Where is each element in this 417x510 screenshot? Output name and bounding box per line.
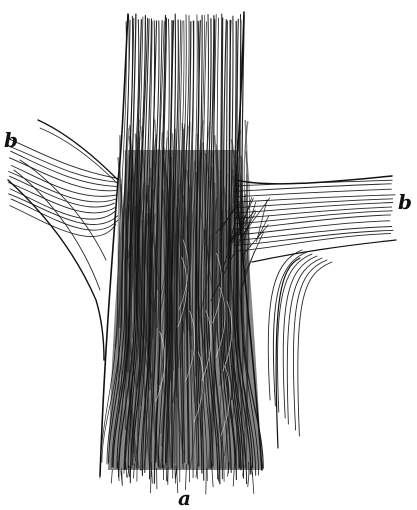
left-branch-fibers [8, 120, 118, 360]
label-left-branch: b [4, 130, 18, 150]
right-branch-descending-fiber [298, 262, 332, 436]
fiber-end [175, 465, 176, 483]
right-branch-fiber [235, 195, 395, 202]
left-branch-fiber [9, 194, 118, 225]
right-branch-edge-bottom [252, 240, 396, 262]
label-trunk: a [178, 488, 191, 508]
fiber-end [206, 469, 207, 494]
left-branch-fiber [10, 189, 114, 219]
left-branch-fiber [9, 183, 116, 214]
right-branch-descending-fiber [287, 258, 322, 424]
left-branch-fiber [11, 199, 118, 230]
right-branch-edge-top [236, 176, 392, 184]
fiber-end [111, 470, 112, 483]
left-branch-fiber [40, 128, 118, 184]
right-branch-fiber [238, 234, 390, 251]
label-right-branch: b [398, 192, 412, 212]
left-branch-fiber [9, 172, 116, 202]
